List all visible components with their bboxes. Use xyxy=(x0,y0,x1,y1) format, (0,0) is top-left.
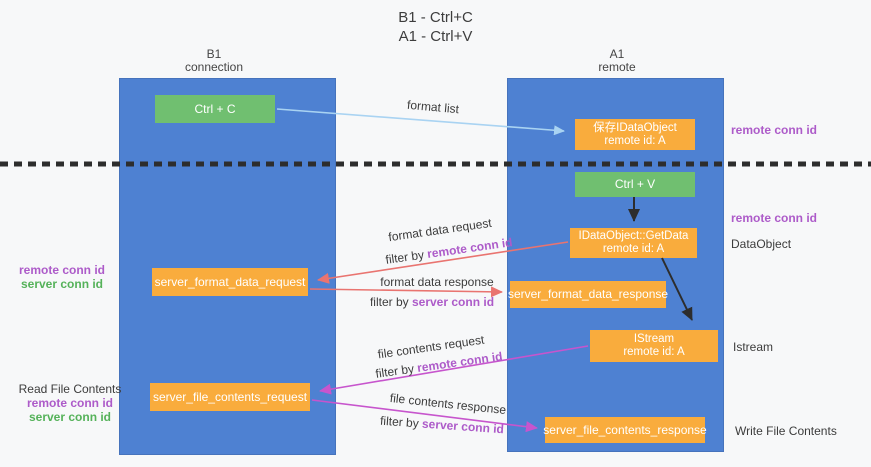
node-server-file-contents-response-label: server_file_contents_response xyxy=(543,422,707,437)
format-data-response-filter-label: filter by server conn id xyxy=(370,295,494,309)
diagram-title-line1: B1 - Ctrl+C xyxy=(398,9,473,26)
right-remote-conn-id-label-top: remote conn id xyxy=(731,123,818,137)
node-server-format-data-request: server_format_data_request xyxy=(152,268,308,296)
node-ctrl-c: Ctrl + C xyxy=(155,95,275,123)
lane-header-a1: A1 remote xyxy=(547,48,687,74)
diagram-title-line2: A1 - Ctrl+V xyxy=(398,28,473,45)
file-contents-response-filter-label: filter by server conn id xyxy=(380,414,505,437)
lane-a1-subtitle: remote xyxy=(598,60,636,74)
node-istream-line2: remote id: A xyxy=(623,346,685,358)
left-remote-conn-id-label-2: remote conn id xyxy=(26,396,113,410)
write-file-contents-label: Write File Contents xyxy=(735,424,837,438)
format-data-response-label: format data response xyxy=(380,275,494,289)
filter-by-text: filter by xyxy=(379,413,423,431)
format-list-label: format list xyxy=(406,97,460,117)
node-server-file-contents-request-label: server_file_contents_request xyxy=(152,389,308,404)
node-ctrl-v-label: Ctrl + V xyxy=(614,177,656,191)
server-conn-id-text: server conn id xyxy=(421,416,505,437)
left-server-conn-id-label: server conn id xyxy=(20,277,104,291)
file-contents-response-label: file contents response xyxy=(389,390,507,418)
node-server-format-data-response-label: server_format_data_response xyxy=(507,287,669,301)
node-getdata-line2: remote id: A xyxy=(602,243,665,255)
node-getdata-line1: IDataObject::GetData xyxy=(578,230,689,242)
left-remote-conn-id-label: remote conn id xyxy=(18,263,105,277)
node-save-dataobject: 保存IDataObject remote id: A xyxy=(575,119,695,150)
format-data-response-arrow xyxy=(309,286,503,298)
filter-by-text: filter by xyxy=(384,247,429,267)
node-save-dataobject-line1: 保存IDataObject xyxy=(593,121,677,134)
left-server-conn-id-label-2: server conn id xyxy=(28,410,112,424)
node-istream: IStream remote id: A xyxy=(590,330,718,362)
read-file-contents-label: Read File Contents xyxy=(18,382,122,396)
node-ctrl-v: Ctrl + V xyxy=(575,172,695,197)
lane-b1-title: B1 xyxy=(206,47,222,61)
filter-by-text: filter by xyxy=(374,361,419,381)
node-save-dataobject-line2: remote id: A xyxy=(604,134,666,147)
node-server-file-contents-request: server_file_contents_request xyxy=(150,383,310,411)
right-remote-conn-id-label-mid: remote conn id xyxy=(731,211,818,225)
lane-a1-title: A1 xyxy=(609,47,625,61)
node-server-format-data-response: server_format_data_response xyxy=(507,281,669,308)
diagram-title: B1 - Ctrl+C A1 - Ctrl+V xyxy=(0,8,871,46)
lane-b1-subtitle: connection xyxy=(184,60,244,74)
filter-by-text: filter by xyxy=(369,295,412,309)
dataobject-label: DataObject xyxy=(731,237,792,251)
read-file-contents-block: Read File Contents remote conn id server… xyxy=(5,382,135,424)
server-conn-id-text: server conn id xyxy=(411,295,495,309)
node-istream-line1: IStream xyxy=(633,333,675,345)
node-server-format-data-request-label: server_format_data_request xyxy=(154,274,306,289)
left-conn-id-labels: remote conn id server conn id xyxy=(12,263,112,291)
node-idataobject-getdata: IDataObject::GetData remote id: A xyxy=(570,228,697,258)
istream-side-label: Istream xyxy=(733,340,774,354)
lane-header-b1: B1 connection xyxy=(144,48,284,74)
remote-conn-id-text: remote conn id xyxy=(426,235,514,261)
node-ctrl-c-label: Ctrl + C xyxy=(194,101,236,116)
node-server-file-contents-response: server_file_contents_response xyxy=(543,417,707,443)
